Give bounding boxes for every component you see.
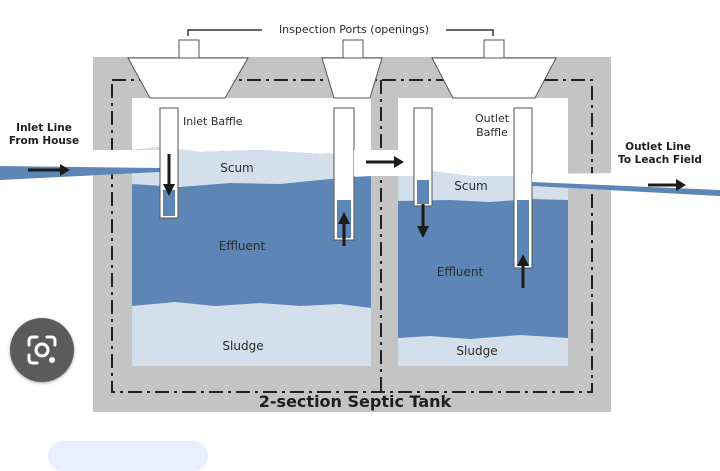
crossover-right-arrow xyxy=(366,156,404,168)
left-scum-layer xyxy=(132,147,371,187)
tank-dashed-outline xyxy=(111,79,593,393)
inspection-port-left xyxy=(127,39,249,99)
inlet-flow-arrow xyxy=(28,164,70,176)
right-scum-label: Scum xyxy=(454,179,488,193)
septic-tank-diagram: Inspection Ports (openings) xyxy=(0,23,720,412)
outlet-baffle-label-2: Baffle xyxy=(476,126,508,139)
outlet-baffle-label-1: Outlet xyxy=(475,112,510,125)
right-sludge-layer xyxy=(398,335,568,366)
suggestion-chip[interactable] xyxy=(48,441,208,471)
inspection-port-middle xyxy=(321,39,383,99)
right-sludge-label: Sludge xyxy=(456,344,497,358)
crossover-up-arrow xyxy=(338,212,350,246)
inspection-port-right xyxy=(431,39,557,99)
outlet-flow-arrow xyxy=(648,179,686,191)
outlet-pipe-water xyxy=(532,182,720,196)
left-effluent-label: Effluent xyxy=(219,239,266,253)
inlet-line-label-2: From House xyxy=(9,135,79,147)
google-lens-icon xyxy=(27,335,57,365)
left-scum-label: Scum xyxy=(220,161,254,175)
google-lens-button[interactable] xyxy=(10,318,74,382)
left-sludge-layer xyxy=(132,302,371,366)
left-sludge-label: Sludge xyxy=(222,339,263,353)
diagram-title: 2-section Septic Tank xyxy=(259,392,452,411)
inspection-ports-label: Inspection Ports (openings) xyxy=(279,23,429,36)
outlet-line-label-2: To Leach Field xyxy=(618,154,702,166)
inspection-ports-bracket xyxy=(187,29,494,36)
right-effluent-label: Effluent xyxy=(437,265,484,279)
inlet-down-arrow xyxy=(163,154,175,196)
outlet-up-arrow xyxy=(517,254,529,288)
outlet-line-label-1: Outlet Line xyxy=(625,141,691,153)
inlet-baffle-label: Inlet Baffle xyxy=(183,115,243,128)
crossover-down-arrow xyxy=(417,204,429,238)
inlet-line-label-1: Inlet Line xyxy=(16,122,72,134)
